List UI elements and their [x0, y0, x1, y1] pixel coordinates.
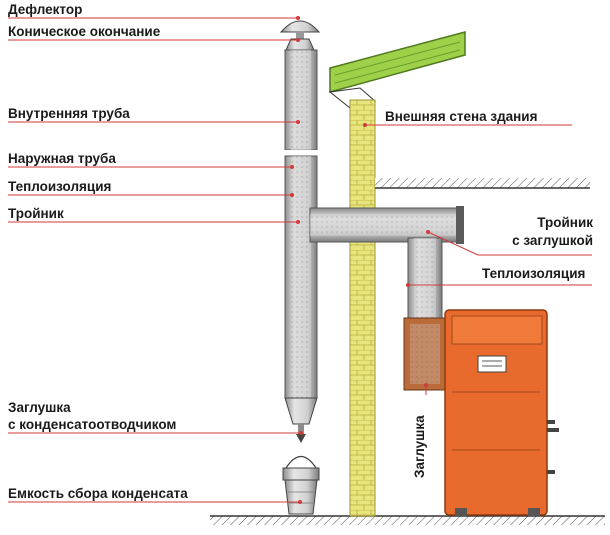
tee-horizontal-pipe	[309, 206, 464, 244]
roof	[328, 31, 466, 109]
floor-slab	[375, 178, 590, 189]
ground	[210, 515, 605, 525]
label-tee: Тройник	[8, 206, 64, 221]
label-plug-vertical: Заглушка	[412, 415, 427, 478]
label-outer-pipe: Наружная труба	[8, 151, 116, 166]
label-condensate-container: Емкость сбора конденсата	[8, 486, 188, 501]
leader-dots	[290, 16, 430, 504]
label-condensate-plug-line2: с конденсатоотводчиком	[8, 417, 177, 432]
condensate-bucket	[282, 455, 320, 515]
boiler	[444, 309, 559, 516]
label-outer-wall: Внешняя стена здания	[385, 109, 538, 124]
boiler-connector-pipe	[403, 237, 447, 391]
label-conical-end: Коническое окончание	[8, 24, 161, 39]
label-insulation-right: Теплоизоляция	[482, 266, 586, 281]
label-tee-with-plug-line2: с заглушкой	[512, 233, 593, 248]
outer-wall	[349, 99, 376, 517]
label-deflector: Дефлектор	[8, 2, 83, 17]
label-inner-pipe: Внутренняя труба	[8, 106, 130, 121]
label-insulation-left: Теплоизоляция	[8, 179, 112, 194]
leader-lines	[8, 17, 592, 503]
label-tee-with-plug-line1: Тройник	[537, 215, 593, 230]
label-condensate-plug-line1: Заглушка	[8, 400, 71, 415]
chimney-vertical-pipe	[279, 20, 322, 443]
